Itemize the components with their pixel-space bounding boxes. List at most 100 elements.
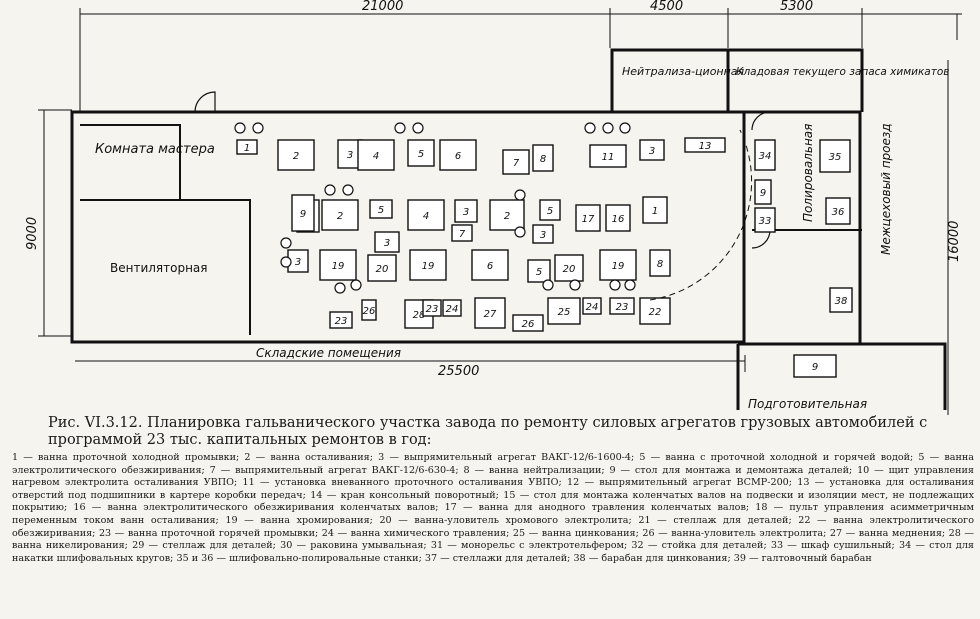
equipment-box <box>236 139 258 155</box>
equipment-box <box>793 354 837 378</box>
equipment-box <box>819 139 851 173</box>
equipment-box <box>532 144 554 172</box>
equipment-number: 22 <box>649 307 662 318</box>
equipment-box <box>575 204 601 232</box>
equipment-number: 11 <box>602 152 615 163</box>
equipment-number: 35 <box>829 152 842 163</box>
equipment-box <box>471 249 509 281</box>
room-driveway: Межцеховый проезд <box>879 123 893 255</box>
room-neutral: Нейтрализа-ционная <box>622 65 745 78</box>
equipment-number: 2 <box>293 151 299 162</box>
room-warehouse: Складские помещения <box>256 346 401 360</box>
room-vent: Вентиляторная <box>110 261 208 275</box>
equipment-box <box>291 194 315 232</box>
room-master: Комната мастера <box>95 142 215 157</box>
equipment-box <box>539 199 561 221</box>
equipment-box <box>439 139 477 171</box>
fixture-circle <box>394 122 406 134</box>
crane-swing-arc <box>649 129 753 301</box>
room-storage: Кладовая текущего запаса химикатов <box>736 66 949 78</box>
dim-right: 16000 <box>947 221 962 262</box>
equipment-number: 3 <box>649 146 655 157</box>
equipment-box <box>474 297 506 329</box>
equipment-number: 4 <box>373 151 379 162</box>
equipment-number: 1 <box>652 206 658 217</box>
equipment-number: 19 <box>422 261 435 272</box>
equipment-box <box>512 314 544 332</box>
walls <box>70 48 947 410</box>
equipment-box <box>357 139 395 171</box>
equipment-number: 23 <box>426 304 439 315</box>
equipment-number: 5 <box>536 267 542 278</box>
equipment-number: 20 <box>376 264 389 275</box>
equipment-box <box>329 311 353 329</box>
dim-bottom: 25500 <box>438 364 479 379</box>
equipment-layer: 1234567811313925432517161373192019652019… <box>234 122 853 378</box>
fixture-circle <box>342 184 354 196</box>
equipment-box <box>642 196 668 224</box>
equipment-box <box>547 297 581 325</box>
equipment-box <box>605 204 631 232</box>
equipment-number: 3 <box>540 230 546 241</box>
equipment-number: 25 <box>558 307 571 318</box>
equipment-number: 24 <box>446 304 459 315</box>
dim-top-left: 21000 <box>362 0 403 14</box>
equipment-number: 1 <box>244 143 250 154</box>
equipment-box <box>582 297 602 315</box>
equipment-box <box>502 149 530 175</box>
equipment-number: 38 <box>835 296 848 307</box>
fixture-circle <box>542 279 554 291</box>
equipment-number: 9 <box>760 188 766 199</box>
fixture-circle <box>412 122 424 134</box>
fixture-circle <box>334 282 346 294</box>
equipment-box <box>407 139 435 167</box>
fixture-circle <box>609 279 621 291</box>
dim-top-mid: 4500 <box>650 0 683 14</box>
equipment-number: 5 <box>547 206 553 217</box>
fixture-circle <box>324 184 336 196</box>
equipment-box <box>589 144 627 168</box>
equipment-box <box>321 199 359 231</box>
caption-title: Рис. VI.3.12. Планировка гальванического… <box>48 415 928 448</box>
equipment-number: 7 <box>513 158 520 169</box>
equipment-number: 26 <box>522 319 535 330</box>
equipment-number: 26 <box>363 306 376 317</box>
equipment-box <box>599 249 637 281</box>
equipment-number: 3 <box>384 238 390 249</box>
equipment-box <box>639 297 671 325</box>
equipment-number: 34 <box>759 151 772 162</box>
fixture-circle <box>252 122 264 134</box>
equipment-number: 2 <box>337 211 343 222</box>
equipment-box <box>825 197 851 225</box>
fixture-circle <box>234 122 246 134</box>
equipment-box <box>442 299 462 317</box>
room-prep: Подготовительная <box>748 397 867 411</box>
floor-plan: 21000 4500 5300 9000 16000 25500 Комната… <box>25 0 962 415</box>
equipment-number: 33 <box>759 216 772 227</box>
equipment-number: 3 <box>295 257 301 268</box>
dim-top-right: 5300 <box>780 0 813 14</box>
equipment-number: 5 <box>378 205 384 216</box>
equipment-box <box>367 254 397 282</box>
equipment-box <box>554 254 584 282</box>
equipment-box <box>489 199 525 231</box>
equipment-number: 3 <box>347 150 353 161</box>
equipment-number: 19 <box>332 261 345 272</box>
equipment-box <box>532 224 554 244</box>
room-polish: Полировальная <box>801 124 815 222</box>
equipment-box <box>754 139 776 171</box>
fixture-circle <box>514 226 526 238</box>
equipment-number: 8 <box>657 259 663 270</box>
equipment-box <box>361 299 377 321</box>
equipment-box <box>527 259 551 283</box>
equipment-number: 17 <box>582 214 595 225</box>
equipment-number: 19 <box>612 261 625 272</box>
equipment-number: 6 <box>455 151 461 162</box>
equipment-number: 3 <box>463 207 469 218</box>
equipment-box <box>684 137 726 153</box>
equipment-number: 2 <box>504 211 510 222</box>
equipment-number: 24 <box>586 302 599 313</box>
equipment-box <box>374 231 400 253</box>
equipment-number: 27 <box>484 309 497 320</box>
equipment-number: 23 <box>335 316 348 327</box>
